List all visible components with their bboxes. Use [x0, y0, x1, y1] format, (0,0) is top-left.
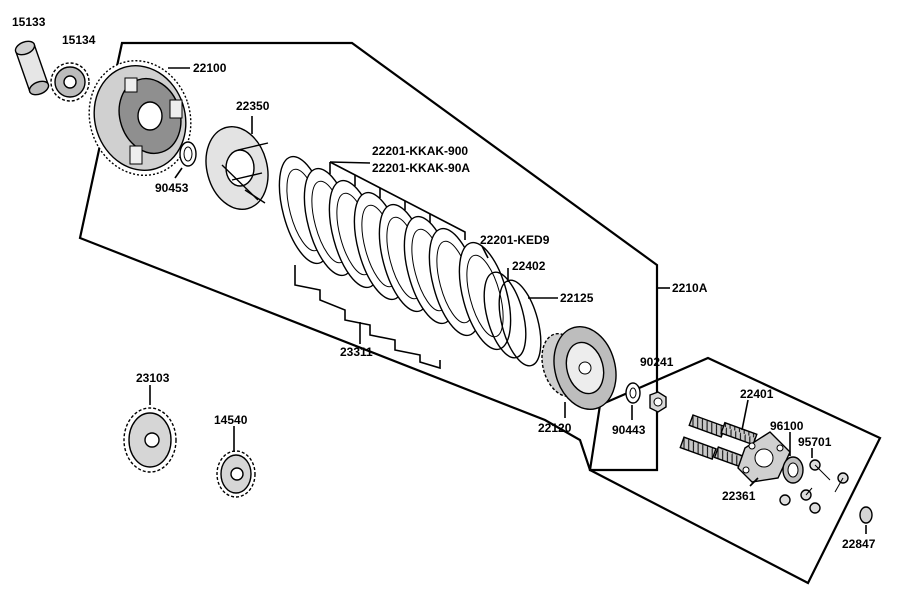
label-22402: 22402: [512, 259, 546, 273]
label-22201-kkak-900: 22201-KKAK-900: [372, 144, 468, 158]
lifter-plate-22361[interactable]: [737, 431, 791, 483]
label-2210a: 2210A: [672, 281, 708, 295]
label-23103: 23103: [136, 371, 170, 385]
washer-90453[interactable]: [179, 141, 197, 167]
pin-22847[interactable]: [859, 506, 873, 524]
washer-90443[interactable]: [625, 382, 641, 404]
label-22100: 22100: [193, 61, 227, 75]
label-96100: 96100: [770, 419, 804, 433]
label-90443: 90443: [612, 423, 646, 437]
label-90241: 90241: [640, 355, 674, 369]
pressure-plate-kit-outline: [588, 356, 882, 585]
label-15133: 15133: [12, 15, 46, 29]
label-22201-ked9: 22201-KED9: [480, 233, 550, 247]
bushing-15133[interactable]: [13, 39, 50, 98]
clutch-center-22120[interactable]: [535, 320, 624, 417]
nut-90241[interactable]: [649, 391, 667, 413]
label-95701: 95701: [798, 435, 832, 449]
gear-23103[interactable]: [123, 407, 177, 473]
label-22350: 22350: [236, 99, 270, 113]
clutch-disc-stack[interactable]: [270, 151, 491, 341]
sprocket-14540[interactable]: [216, 450, 256, 498]
sprocket-15134[interactable]: [50, 62, 90, 102]
label-22847: 22847: [842, 537, 876, 551]
clutch-outer-22100[interactable]: [75, 47, 206, 188]
label-15134: 15134: [62, 33, 96, 47]
leader-lines: [149, 67, 867, 534]
label-22361: 22361: [722, 489, 756, 503]
label-22120: 22120: [538, 421, 572, 435]
clutch-plate-22350[interactable]: [197, 120, 277, 217]
bolts-95701[interactable]: [779, 459, 849, 514]
label-23311: 23311: [340, 345, 373, 359]
label-22125: 22125: [560, 291, 594, 305]
label-14540: 14540: [214, 413, 248, 427]
label-22401: 22401: [740, 387, 774, 401]
bearing-96100[interactable]: [782, 456, 804, 484]
label-90453: 90453: [155, 181, 189, 195]
clutch-disc-ked9[interactable]: [450, 237, 521, 355]
label-22201-kkak-90a: 22201-KKAK-90A: [372, 161, 470, 175]
